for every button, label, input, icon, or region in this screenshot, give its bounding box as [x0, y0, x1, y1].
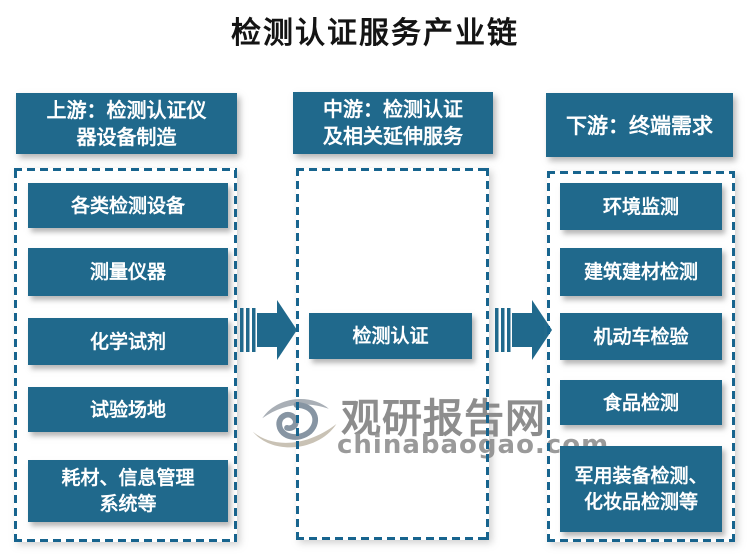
downstream-item-2-label: 建筑建材检测 [583, 261, 698, 283]
upstream-item-4-label: 试验场地 [89, 398, 166, 421]
downstream-header: 下游：终端需求 [546, 93, 733, 157]
upstream-item-3-label: 化学试剂 [89, 330, 166, 353]
upstream-item-5-label: 系统等 [99, 493, 157, 515]
downstream-item-5-label: 军用装备检测、 [574, 465, 708, 487]
downstream-item-5: 军用装备检测、 化妆品检测等 [560, 446, 722, 532]
upstream-header-line: 上游：检测认证仪 [46, 97, 207, 122]
downstream-item-5-label: 化妆品检测等 [583, 491, 698, 513]
arrow-right-icon [495, 300, 552, 360]
downstream-item-4-label: 食品检测 [602, 391, 679, 414]
downstream-item-1: 环境监测 [560, 183, 722, 230]
arrow-right-icon [240, 300, 297, 360]
downstream-item-2: 建筑建材检测 [560, 248, 722, 296]
upstream-item-1: 各类检测设备 [28, 183, 228, 228]
downstream-header-line: 下游：终端需求 [566, 112, 713, 138]
midstream-item-1: 检测认证 [309, 313, 472, 359]
upstream-item-4: 试验场地 [28, 387, 228, 432]
upstream-header: 上游：检测认证仪 器设备制造 [16, 93, 237, 154]
upstream-item-3: 化学试剂 [28, 318, 228, 365]
midstream-header-line: 及相关延伸服务 [323, 124, 463, 148]
upstream-header-line: 器设备制造 [76, 124, 177, 149]
downstream-item-4: 食品检测 [560, 380, 722, 425]
upstream-item-5: 耗材、信息管理 系统等 [28, 460, 228, 522]
midstream-header: 中游：检测认证 及相关延伸服务 [293, 92, 493, 154]
downstream-item-3-label: 机动车检验 [593, 325, 689, 348]
downstream-item-1-label: 环境监测 [602, 195, 679, 218]
midstream-item-1-label: 检测认证 [352, 325, 429, 347]
upstream-item-1-label: 各类检测设备 [70, 194, 185, 217]
page-title: 检测认证服务产业链 [231, 16, 519, 51]
midstream-header-line: 中游：检测认证 [323, 97, 463, 121]
downstream-item-3: 机动车检验 [560, 313, 722, 360]
upstream-item-5-label: 耗材、信息管理 [61, 467, 195, 489]
upstream-item-2-label: 测量仪器 [89, 261, 166, 283]
upstream-item-2: 测量仪器 [28, 248, 228, 296]
